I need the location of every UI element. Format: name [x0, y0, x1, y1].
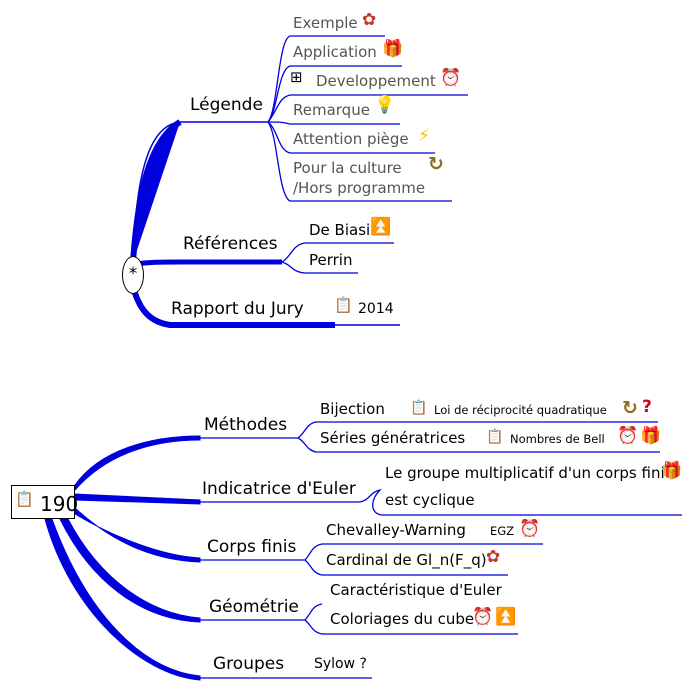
root-label: 190 — [40, 492, 79, 516]
lightning-icon: ⚡ — [418, 126, 430, 146]
gift-icon: 🎁 — [661, 461, 683, 481]
alarm-clock-icon: ⏰ — [519, 519, 541, 539]
root-node[interactable]: 📋 190 — [11, 485, 79, 519]
edges-references-children — [281, 242, 394, 274]
refresh-icon: ↻ — [622, 397, 638, 419]
refresh-icon: ↻ — [428, 153, 444, 175]
note-icon: 📋 — [15, 490, 34, 508]
branch-rapport-du-jury[interactable]: Rapport du Jury — [171, 299, 304, 319]
alarm-clock-icon: ⏰ — [472, 607, 494, 627]
legend-exemple[interactable]: Exemple — [293, 14, 358, 32]
leaf-groupe-multiplicatif-line1[interactable]: Le groupe multiplicatif d'un corps fini — [385, 464, 665, 482]
question-icon: ? — [642, 397, 652, 417]
edge-legende-thick — [130, 119, 182, 263]
branch-methodes[interactable]: Méthodes — [204, 415, 288, 435]
legend-developpement[interactable]: Developpement — [316, 72, 436, 90]
up-arrow-icon: ⏫ — [495, 607, 517, 627]
legend-pour-la-culture-line2[interactable]: /Hors programme — [293, 179, 426, 197]
branch-indicatrice-euler[interactable]: Indicatrice d'Euler — [202, 479, 356, 499]
note-icon: 📋 — [486, 429, 504, 445]
alarm-clock-icon: ⏰ — [440, 68, 462, 88]
note-loi-reciprocite: Loi de réciprocité quadratique — [434, 403, 607, 417]
leaf-series-generatrices[interactable]: Séries génératrices — [320, 429, 466, 447]
lightbulb-icon: 💡 — [374, 95, 396, 115]
edges-corps-children — [304, 543, 543, 576]
leaf-bijection[interactable]: Bijection — [320, 400, 385, 418]
edge-rapport — [131, 289, 335, 328]
leaf-cardinal-gln[interactable]: Cardinal de Gl_n(F_q) — [326, 551, 487, 569]
ref-perrin[interactable]: Perrin — [309, 251, 353, 269]
leaf-coloriages-cube[interactable]: Coloriages du cube — [330, 610, 475, 628]
leaf-chevalley-warning[interactable]: Chevalley-Warning — [326, 521, 466, 539]
diagram-icon: ⊞ — [290, 68, 303, 86]
leaf-groupe-multiplicatif-line2[interactable]: est cyclique — [385, 491, 475, 509]
gift-icon: 🎁 — [382, 39, 404, 59]
edges-methodes-children — [297, 421, 660, 453]
legend-pour-la-culture-line1[interactable]: Pour la culture — [293, 159, 402, 177]
legend-application[interactable]: Application — [293, 43, 377, 61]
edges-root-branches — [44, 435, 201, 681]
legend-attention-piege[interactable]: Attention piège — [293, 130, 409, 148]
branch-groupes[interactable]: Groupes — [213, 654, 285, 674]
gift-icon: 🎁 — [640, 426, 662, 446]
branch-legende[interactable]: Légende — [190, 95, 263, 115]
edge-indicatrice-child — [359, 488, 682, 516]
branch-references[interactable]: Références — [183, 234, 278, 254]
note-icon: 📋 — [334, 296, 353, 314]
edges-legende-children — [267, 35, 468, 202]
note-nombres-de-bell: Nombres de Bell — [510, 432, 605, 446]
legend-remarque[interactable]: Remarque — [293, 101, 370, 119]
note-egz: EGZ — [490, 524, 515, 538]
note-icon: 📋 — [410, 400, 428, 416]
center-node[interactable]: * — [122, 256, 144, 294]
leaf-caracteristique-euler[interactable]: Caractéristique d'Euler — [330, 581, 502, 599]
alarm-clock-icon: ⏰ — [617, 426, 639, 446]
leaf-sylow[interactable]: Sylow ? — [314, 656, 367, 672]
edges-geometrie-children — [304, 603, 518, 635]
rapport-2014[interactable]: 2014 — [358, 301, 394, 317]
up-arrow-icon: ⏫ — [370, 217, 392, 237]
rose-icon: ✿ — [362, 10, 377, 30]
branch-corps-finis[interactable]: Corps finis — [207, 537, 297, 557]
ref-de-biasi[interactable]: De Biasi — [309, 221, 371, 239]
branch-geometrie[interactable]: Géométrie — [209, 597, 299, 617]
edges-root-branch-lines — [200, 437, 360, 679]
rose-icon: ✿ — [486, 547, 501, 567]
